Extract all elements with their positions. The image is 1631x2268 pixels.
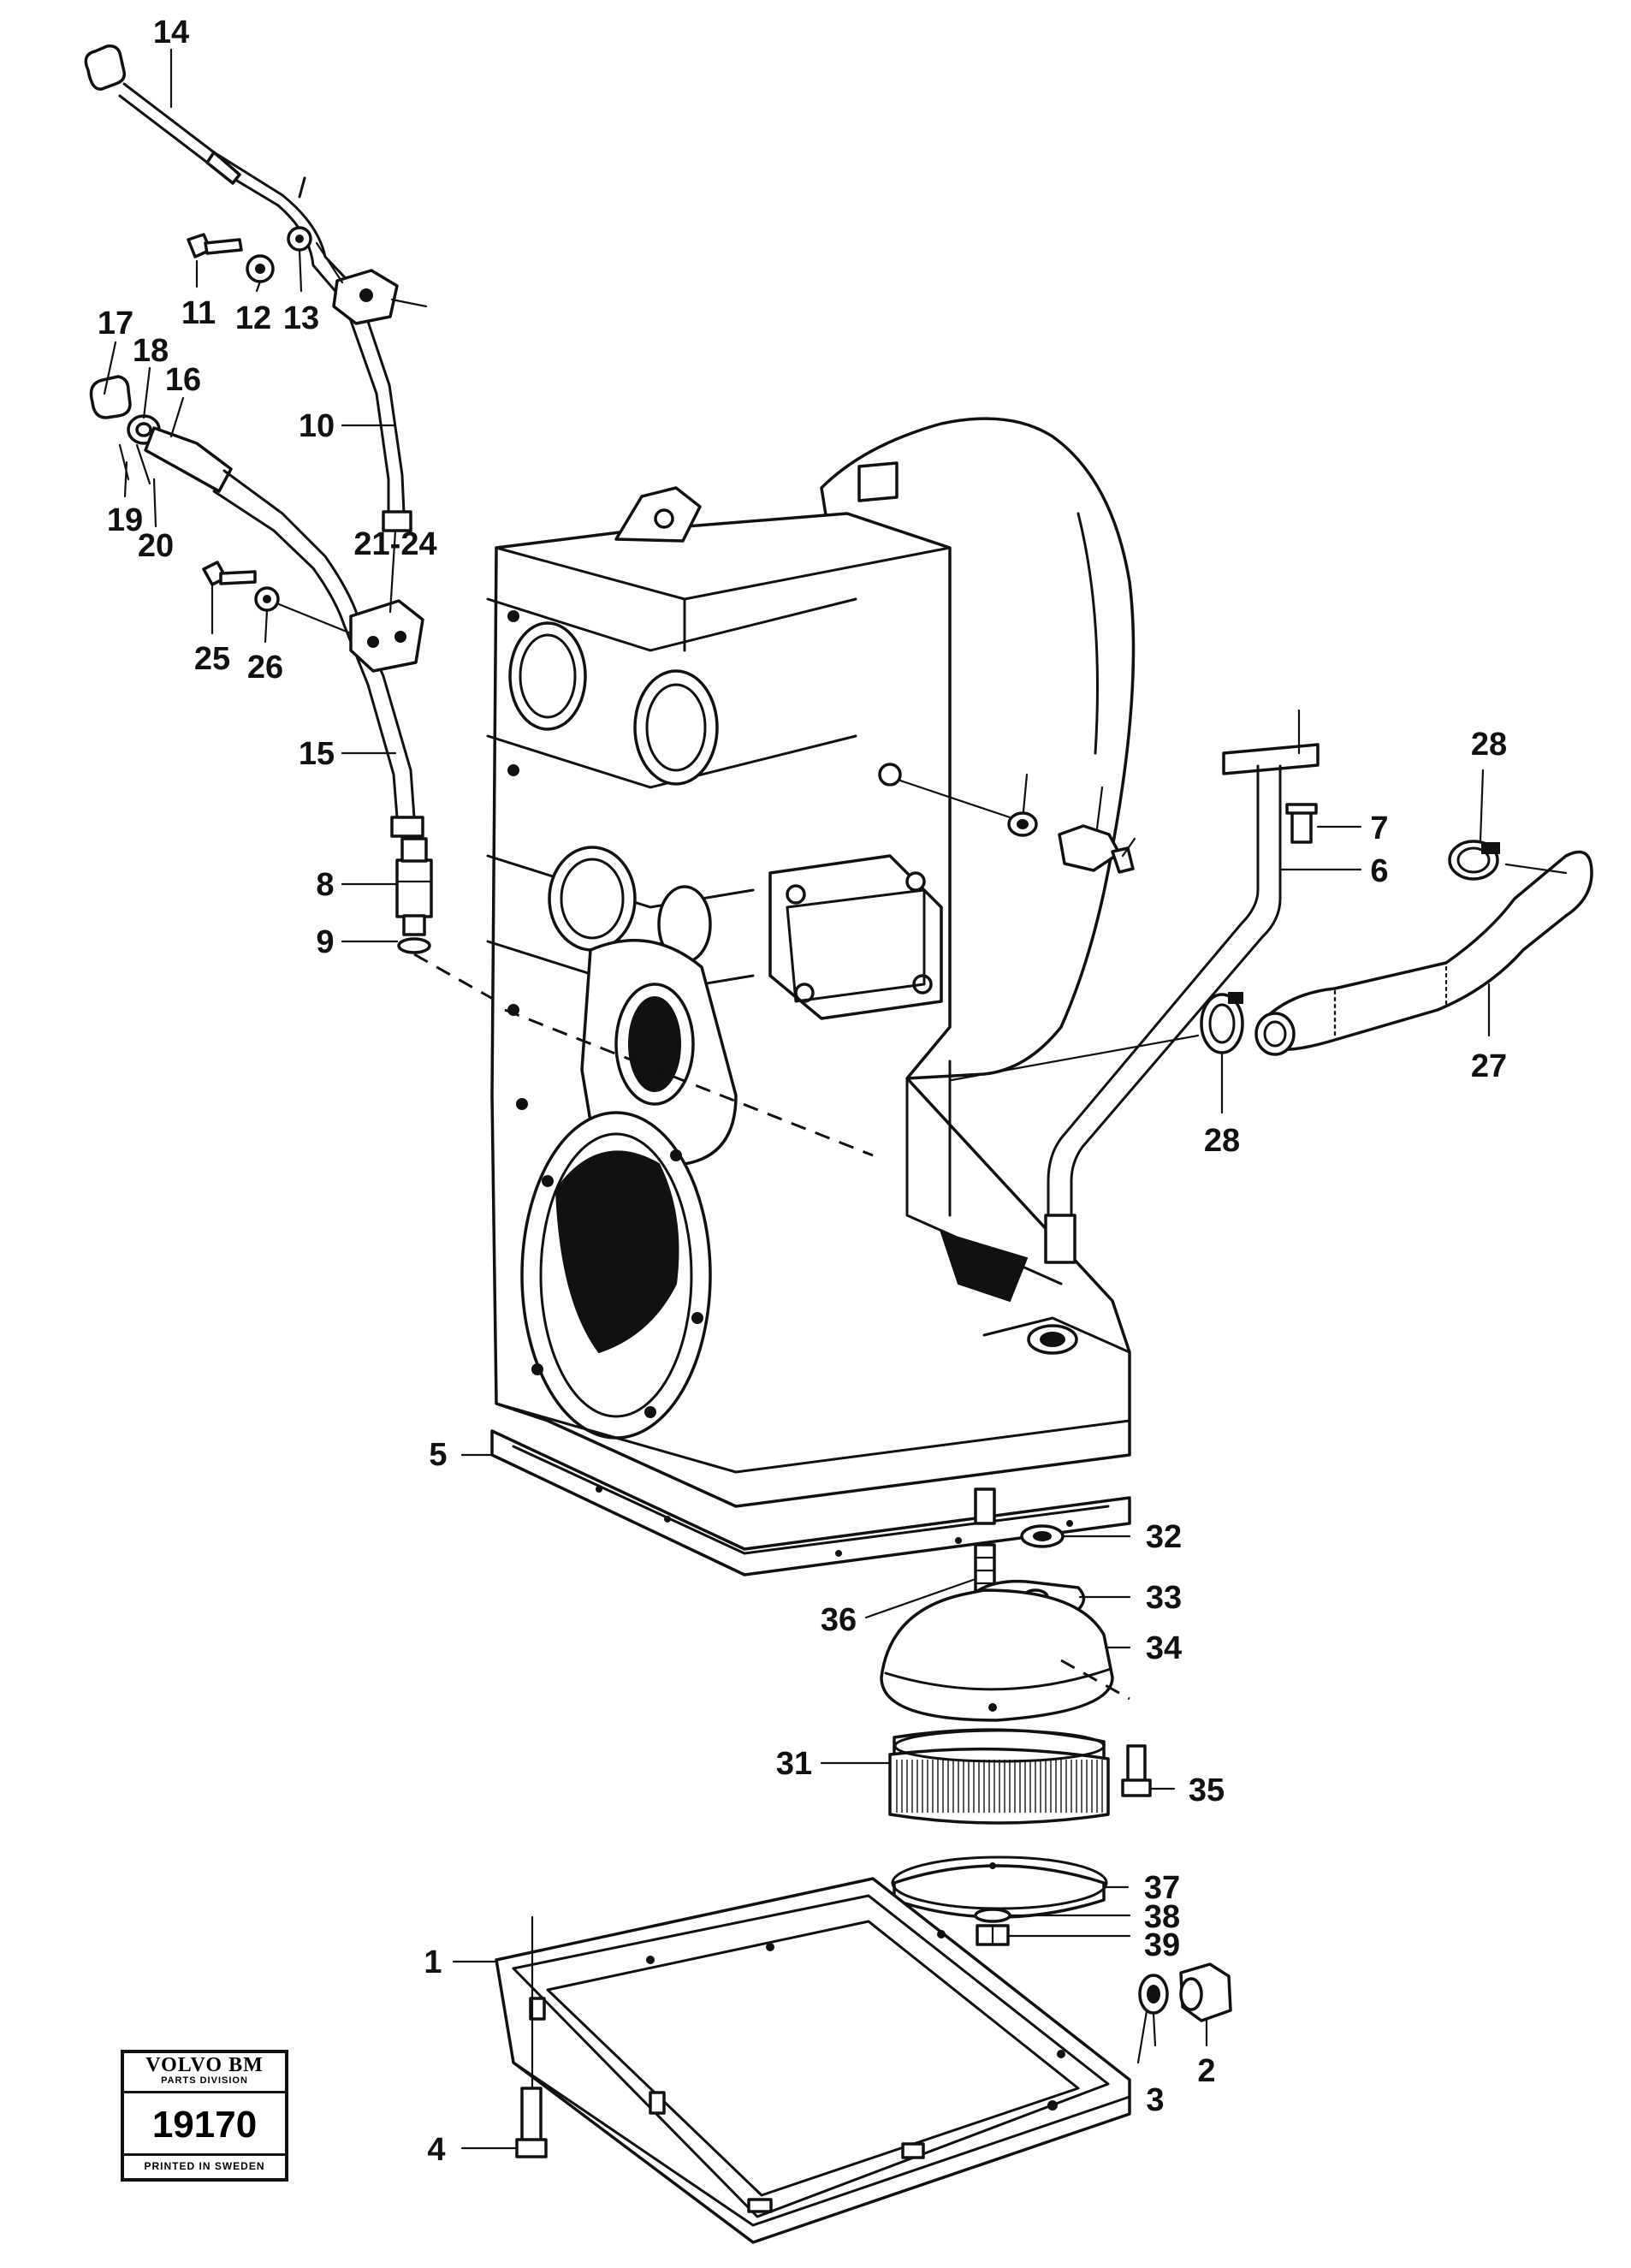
callout-17: 17 [98,306,133,341]
bolt-33 [1121,1744,1152,1797]
washer-13 [287,226,312,252]
washer-9 [397,937,431,954]
clamp-28-lower [1200,992,1244,1054]
strainer-housing-32 [880,1588,1114,1722]
washer-26 [254,586,280,612]
hose-27 [1254,850,1593,1056]
callout-30: 32 [1146,1519,1182,1555]
callout-21-24: 21-24 [353,526,436,562]
badge-brand: VOLVO BM [145,2054,264,2076]
callout-10: 10 [299,408,335,444]
callout-2: 2 [1197,2053,1215,2089]
bolt-4 [515,2087,548,2158]
callout-12: 12 [235,300,271,336]
callout-9: 9 [316,924,334,960]
oil-pan-1 [495,1877,1131,2244]
callout-28-upper: 28 [1471,727,1507,763]
callout-6: 6 [1370,853,1388,889]
ring-35 [891,1855,1108,1919]
callout-15: 15 [299,736,335,772]
callout-13: 13 [283,300,319,336]
badge-header: VOLVO BM PARTS DIVISION [124,2053,285,2093]
bolt-25 [202,561,257,586]
badge-division: PARTS DIVISION [161,2075,248,2086]
breather-pipe-6 [1044,709,1320,1264]
badge-footer: PRINTED IN SWEDEN [124,2153,285,2178]
callout-35: 37 [1144,1870,1180,1906]
washer-3 [1138,1974,1169,2015]
bolt-11 [187,233,243,258]
callout-8: 8 [316,867,334,903]
filter-29 [888,1728,1110,1825]
callout-25: 25 [194,641,230,677]
callout-4: 4 [427,2132,445,2168]
callout-16: 16 [165,362,201,398]
clamp-28-upper [1448,840,1500,881]
callout-19: 19 [107,502,143,538]
callout-33: 35 [1189,1772,1225,1808]
sensor-38 [1058,824,1136,874]
callout-20: 20 [138,528,174,564]
callout-31: 33 [1146,1580,1182,1616]
callout-28-lower: 28 [1204,1123,1240,1159]
callout-36: 38 [1144,1899,1180,1935]
callout-32: 34 [1146,1630,1182,1666]
callout-14: 14 [153,15,189,50]
callout-5: 5 [429,1437,447,1473]
gearbox-housing [486,417,1136,1508]
drain-plug-2 [1179,1962,1232,2022]
volvo-bm-badge: VOLVO BM PARTS DIVISION 19170 PRINTED IN… [121,2050,288,2182]
badge-number: 19170 [151,2104,258,2146]
callout-34: 36 [821,1602,857,1638]
callout-26: 26 [247,650,283,686]
washer-12 [246,254,275,283]
callout-29: 31 [776,1746,812,1782]
callout-3: 3 [1146,2082,1164,2118]
washer-30 [1020,1524,1065,1548]
callout-27: 27 [1471,1048,1507,1084]
callout-18: 18 [133,333,169,369]
callout-7: 7 [1370,810,1388,846]
leader-lines [103,48,1491,2150]
fitting-8 [395,837,433,936]
washer-36 [974,1908,1011,1923]
washer-39 [1007,811,1038,837]
bolt-7 [1285,803,1318,844]
callout-37: 39 [1144,1927,1180,1963]
nut-37 [976,1924,1010,1946]
dipstick-tube-upper [84,45,428,532]
callout-1: 1 [424,1944,442,1980]
callout-11: 11 [181,295,216,331]
callout-labels: 14 11 12 13 17 18 16 10 19 20 21-24 25 2… [98,15,1507,2168]
